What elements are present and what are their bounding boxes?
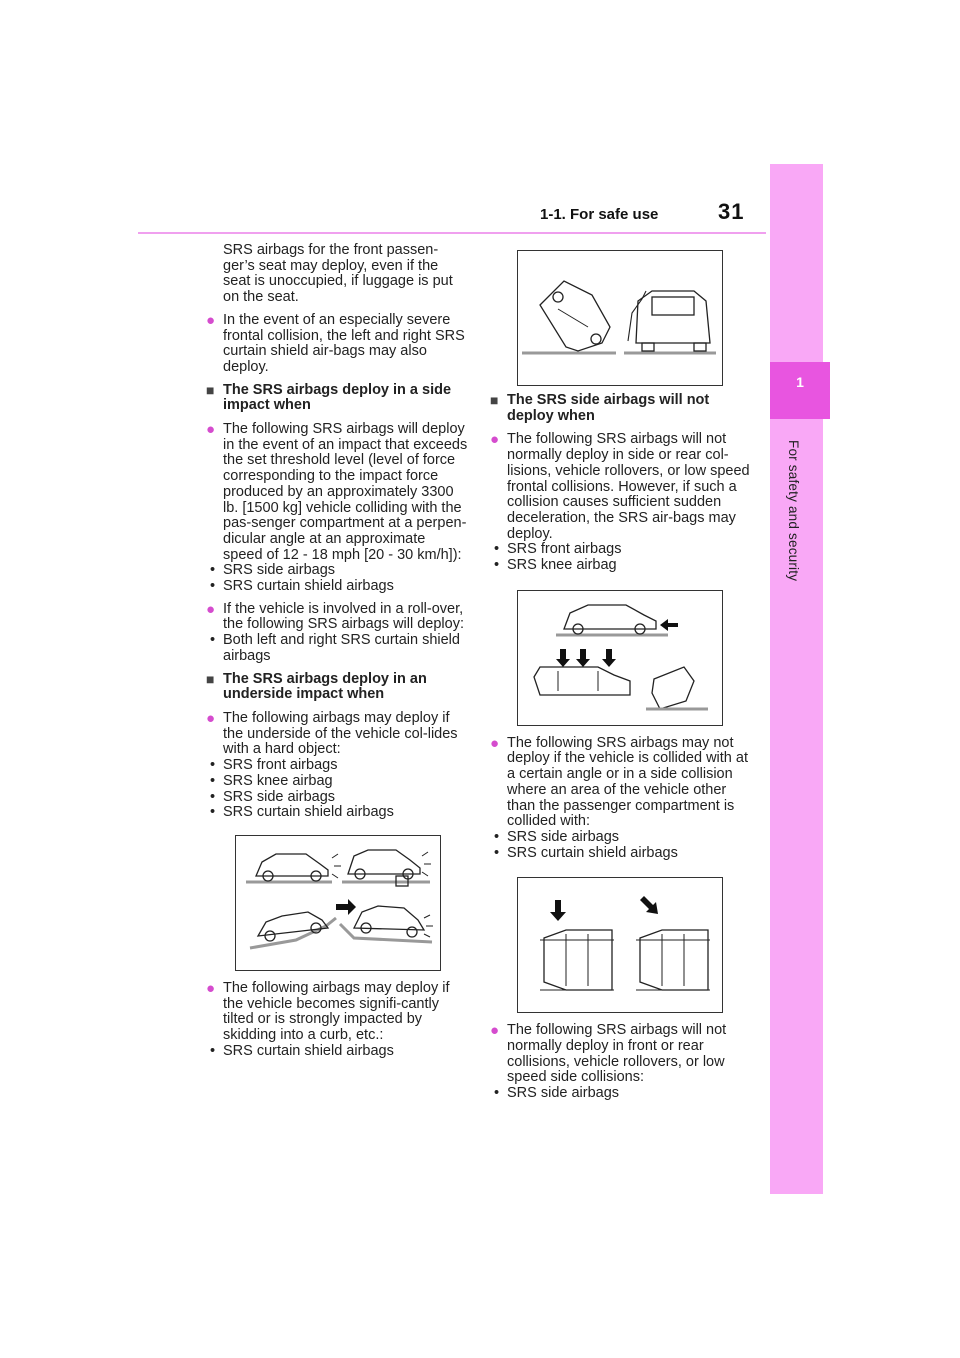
tilted-list: •SRS curtain shield airbags [206, 1042, 468, 1060]
header-rule [138, 232, 766, 234]
intro-paragraph: SRS airbags for the front passen-ger’s s… [223, 242, 453, 306]
bullet-icon: ● [206, 311, 216, 329]
side-impact-list: •SRS side airbags •SRS curtain shield ai… [206, 563, 468, 594]
arrow-icon [660, 618, 678, 631]
bullet-rollover: ● If the vehicle is involved in a roll-o… [206, 600, 468, 633]
arrow-icon [602, 648, 616, 667]
right-column: ■ The SRS side airbags will not deploy w… [490, 392, 758, 1109]
car-illustration-rollover [522, 280, 716, 355]
bullet-curtain-frontal: ● In the event of an especially severe f… [206, 311, 468, 376]
bullet-icon: ● [206, 709, 216, 727]
square-icon: ■ [206, 670, 215, 687]
bullet-icon: ● [490, 431, 500, 449]
underside-list: •SRS front airbags •SRS knee airbag •SRS… [206, 757, 468, 821]
bullet-text: In the event of an especially severe fro… [223, 311, 465, 375]
list-item: •SRS curtain shield airbags [210, 1042, 394, 1059]
list-item: •SRS side airbags [494, 1085, 620, 1102]
front-rear-list: •SRS side airbags [490, 1085, 758, 1102]
bullet-angle-collision: ● The following SRS airbags may not depl… [490, 734, 758, 830]
heading-text: The SRS side airbags will not deploy whe… [507, 392, 710, 424]
list-item: •SRS front airbags [494, 541, 622, 558]
rollover-list: •Both left and right SRS curtain shield … [206, 632, 468, 664]
list-item: •SRS knee airbag [494, 557, 617, 574]
list-item: •SRS side airbags [494, 828, 620, 845]
bullet-front-rear: ● The following SRS airbags will not nor… [490, 1022, 758, 1086]
list-item: •Both left and right SRS curtain shield … [210, 632, 460, 664]
bullet-text: The following SRS airbags will not norma… [507, 431, 750, 542]
page-number: 31 [718, 199, 745, 224]
bullet-text: If the vehicle is involved in a roll-ove… [223, 600, 464, 633]
bullet-text: The following SRS airbags will deploy in… [223, 421, 468, 563]
bullet-underside: ● The following airbags may deploy if th… [206, 709, 468, 758]
bullet-icon: ● [206, 421, 216, 439]
heading-side-not-deploy: ■ The SRS side airbags will not deploy w… [490, 392, 758, 424]
chapter-tab-marker [770, 362, 830, 419]
left-column: SRS airbags for the front passen-ger’s s… [206, 242, 468, 1066]
angled-impact-illustration [517, 877, 723, 1014]
list-item: •SRS side airbags [210, 562, 336, 579]
bullet-icon: ● [206, 979, 216, 997]
heading-text: The SRS airbags deploy in an underside i… [223, 670, 427, 703]
side-rear-collision-illustration [517, 589, 723, 726]
arrow-icon [550, 900, 566, 922]
arrow-icon [336, 898, 356, 915]
list-item: •SRS curtain shield airbags [210, 804, 394, 821]
section-title: 1-1. For safe use [540, 206, 659, 223]
bullet-text: The following airbags may deploy if the … [223, 709, 458, 758]
arrow-icon [556, 648, 570, 667]
list-item: •SRS curtain shield airbags [210, 578, 394, 595]
chapter-side-tab [770, 164, 823, 1194]
car-illustration-underside [246, 849, 433, 950]
underside-impact-illustration [235, 834, 441, 971]
rollover-illustration [517, 250, 723, 386]
square-icon: ■ [206, 381, 215, 398]
bullet-icon: ● [206, 600, 216, 618]
square-icon: ■ [490, 392, 499, 408]
car-illustration-angled [540, 896, 710, 992]
chapter-title: For safety and security [786, 440, 801, 582]
list-item: •SRS curtain shield airbags [494, 844, 678, 861]
list-item: •SRS side airbags [210, 788, 336, 805]
list-item: •SRS knee airbag [210, 772, 333, 789]
arrow-icon [576, 648, 590, 667]
heading-text: The SRS airbags deploy in a side impact … [223, 381, 452, 414]
bullet-text: The following airbags may deploy if the … [223, 979, 450, 1044]
arrow-icon [640, 896, 658, 915]
bullet-text: The following SRS airbags may not deploy… [507, 734, 748, 830]
list-item: •SRS front airbags [210, 757, 338, 774]
heading-underside-impact: ■ The SRS airbags deploy in an underside… [206, 670, 468, 703]
car-illustration-side-rear [533, 604, 708, 711]
bullet-icon: ● [490, 734, 500, 752]
heading-side-impact: ■ The SRS airbags deploy in a side impac… [206, 381, 468, 414]
bullet-icon: ● [490, 1022, 500, 1040]
not-deploy-list: •SRS front airbags •SRS knee airbag [490, 541, 758, 574]
bullet-side-threshold: ● The following SRS airbags will deploy … [206, 421, 468, 563]
angle-collision-list: •SRS side airbags •SRS curtain shield ai… [490, 828, 758, 861]
bullet-side-not-normal: ● The following SRS airbags will not nor… [490, 432, 758, 542]
chapter-number: 1 [796, 374, 804, 390]
bullet-tilted: ● The following airbags may deploy if th… [206, 979, 468, 1044]
bullet-text: The following SRS airbags will not norma… [507, 1022, 727, 1086]
